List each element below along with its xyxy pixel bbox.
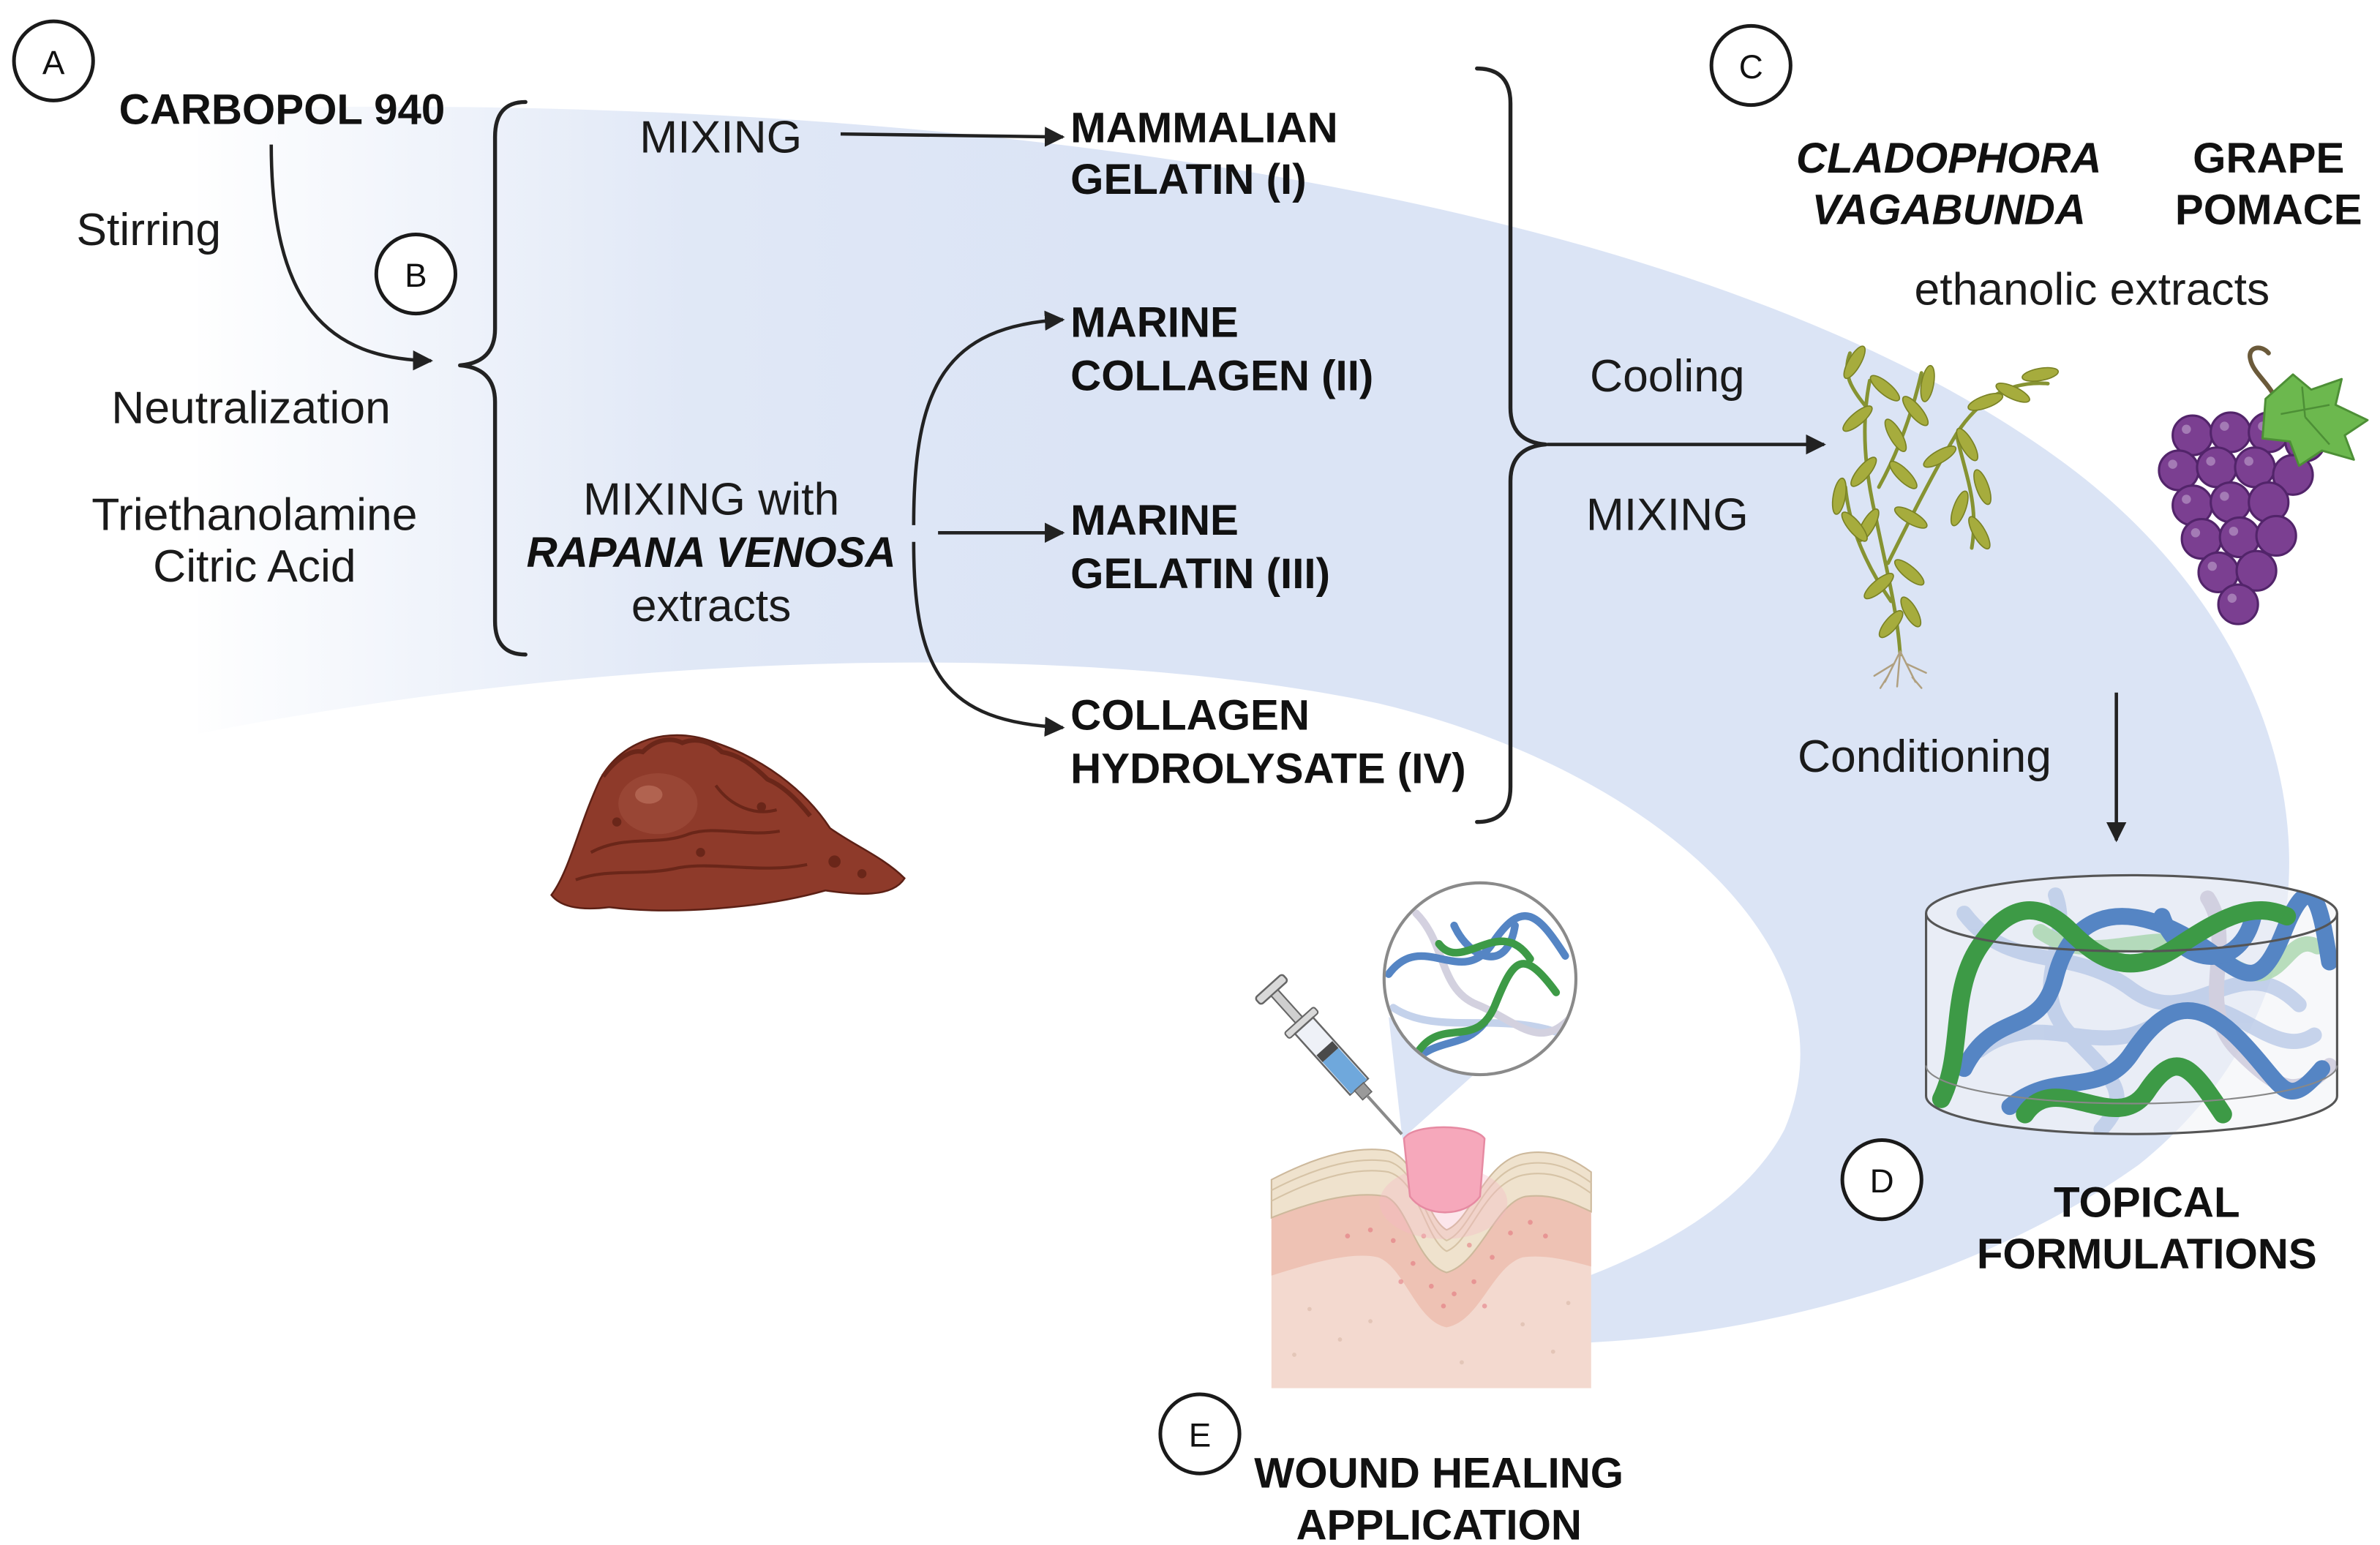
step-b: B MIXING MIXING with RAPANA VENOSA extra… bbox=[374, 99, 1466, 911]
marker-a-circle bbox=[12, 19, 95, 102]
background-swoosh bbox=[198, 106, 2289, 1344]
grape-pomace-line2: POMACE bbox=[2175, 187, 2362, 234]
rapana-venosa-icon bbox=[550, 734, 906, 911]
marker-b-label: B bbox=[405, 257, 427, 294]
conditioning-label: Conditioning bbox=[1798, 731, 2051, 782]
product-2-line1: MARINE bbox=[1070, 299, 1239, 347]
product-4-line1: COLLAGEN bbox=[1070, 691, 1310, 739]
wound-skin-icon bbox=[1270, 1126, 1592, 1388]
marker-e-circle bbox=[1158, 1392, 1242, 1476]
mixing-label-top: MIXING bbox=[639, 111, 802, 162]
grape-icon bbox=[2158, 345, 2369, 625]
magnified-network-icon bbox=[1382, 881, 1578, 1077]
wound-healing-line1: WOUND HEALING bbox=[1254, 1450, 1623, 1497]
rapana-venosa-label: RAPANA VENOSA bbox=[527, 529, 896, 576]
arrow-to-mammalian-gelatin bbox=[840, 127, 1065, 147]
grape-pomace-line1: GRAPE bbox=[2193, 135, 2344, 182]
marker-b-circle bbox=[374, 232, 458, 316]
carbopol-title: CARBOPOL 940 bbox=[119, 86, 446, 133]
marker-e-label: E bbox=[1189, 1417, 1212, 1454]
product-4-line2: HYDROLYSATE (IV) bbox=[1070, 745, 1466, 792]
hydrogel-cylinder-icon bbox=[1925, 873, 2338, 1135]
step-c: Cooling MIXING C CLADOPHORA VAGABUNDA GR… bbox=[1475, 23, 2369, 843]
step-e: E WOUND HEALING APPLICATION bbox=[1158, 881, 1623, 1545]
ethanolic-extracts-label: ethanolic extracts bbox=[1915, 263, 2270, 315]
brace-right bbox=[1475, 66, 1548, 824]
reagent-citric-acid: Citric Acid bbox=[153, 541, 356, 592]
product-3-line2: GELATIN (III) bbox=[1070, 550, 1330, 598]
arrow-to-marine-collagen bbox=[912, 310, 1065, 525]
cladophora-line1: CLADOPHORA bbox=[1796, 135, 2101, 182]
marker-c-circle bbox=[1709, 23, 1792, 108]
reagent-triethanolamine: Triethanolamine bbox=[91, 489, 417, 540]
stirring-arrow bbox=[269, 144, 433, 371]
step-d: D TOPICAL FORMULATIONS bbox=[1840, 873, 2338, 1278]
stirring-label: Stirring bbox=[76, 204, 221, 255]
marker-d-label: D bbox=[1870, 1162, 1894, 1200]
wound-healing-line2: APPLICATION bbox=[1296, 1501, 1581, 1545]
mixing-with-label: MIXING with bbox=[583, 473, 839, 525]
product-1-line2: GELATIN (I) bbox=[1070, 156, 1306, 203]
product-3-line1: MARINE bbox=[1070, 497, 1239, 544]
cladophora-line2: VAGABUNDA bbox=[1812, 187, 2086, 234]
neutralization-label: Neutralization bbox=[111, 383, 391, 434]
product-1-line1: MAMMALIAN bbox=[1070, 104, 1338, 151]
topical-formulations-line2: FORMULATIONS bbox=[1977, 1230, 2317, 1278]
extracts-label: extracts bbox=[631, 580, 791, 631]
topical-formulations-line1: TOPICAL bbox=[2054, 1179, 2240, 1226]
step-a: A CARBOPOL 940 Stirring Neutralization T… bbox=[12, 19, 446, 592]
mixing-label-right: MIXING bbox=[1586, 489, 1749, 540]
hydrogel-in-wound bbox=[1403, 1126, 1486, 1214]
cooling-label: Cooling bbox=[1590, 350, 1745, 402]
marker-d-circle bbox=[1840, 1138, 1923, 1222]
marker-c-label: C bbox=[1739, 48, 1763, 86]
product-2-line2: COLLAGEN (II) bbox=[1070, 352, 1373, 399]
marker-a-label: A bbox=[42, 44, 65, 81]
arrow-to-collagen-hydrolysate bbox=[912, 541, 1065, 737]
syringe-icon bbox=[1255, 974, 1403, 1135]
brace-left bbox=[458, 99, 528, 657]
cladophora-icon bbox=[1831, 345, 2060, 689]
magnifier-cone bbox=[1389, 1016, 1474, 1139]
